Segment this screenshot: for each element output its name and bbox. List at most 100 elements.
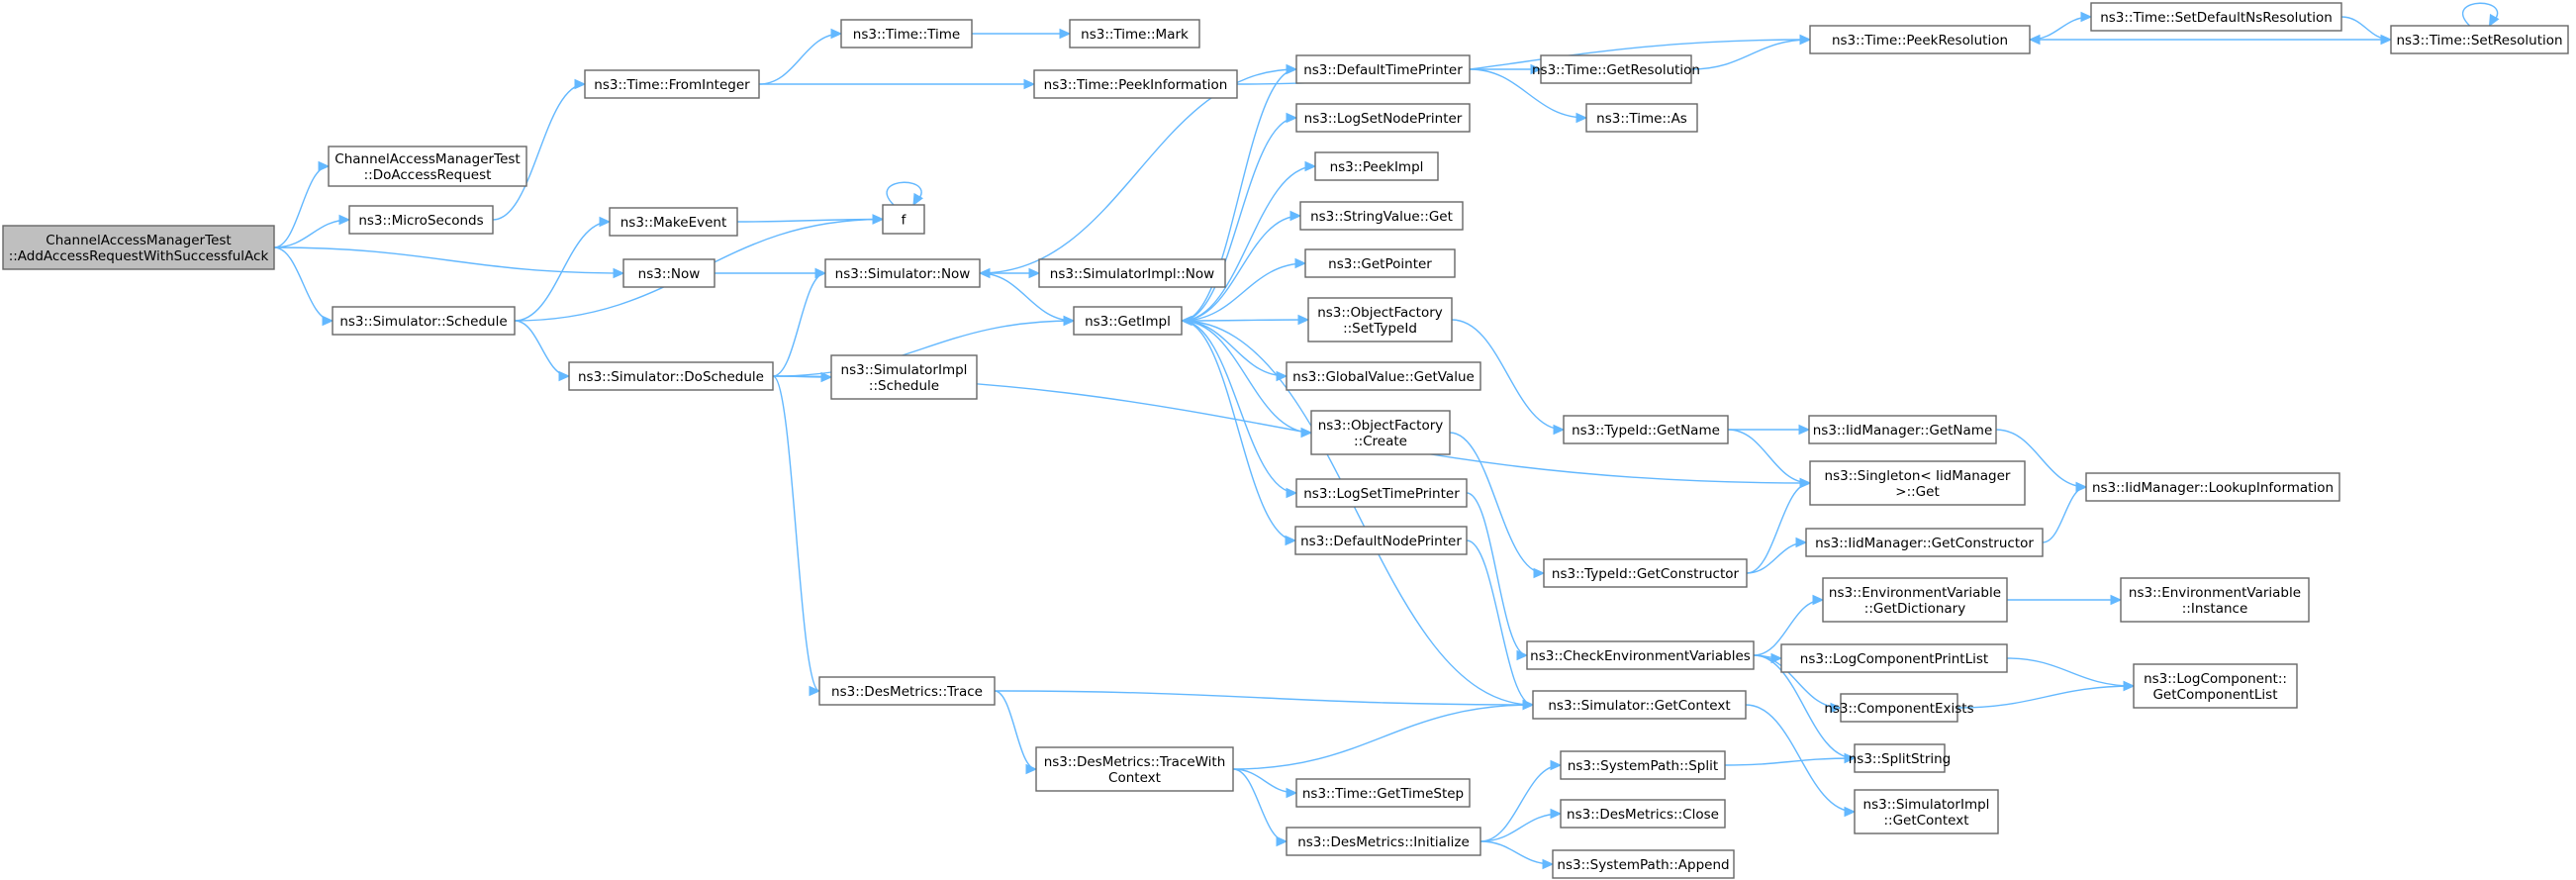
node-box bbox=[1294, 526, 1468, 555]
edge-line bbox=[1181, 320, 1312, 434]
edge-line bbox=[772, 272, 826, 377]
node-label: ns3::Simulator::Schedule bbox=[339, 314, 507, 330]
node-box bbox=[1286, 827, 1481, 856]
node-strget[interactable]: ns3::StringValue::Get bbox=[1299, 201, 1464, 231]
node-simimplnow[interactable]: ns3::SimulatorImpl::Now bbox=[1038, 258, 1226, 288]
edge-line bbox=[886, 181, 922, 206]
node-peekinfo[interactable]: ns3::Time::PeekInformation bbox=[1033, 69, 1238, 99]
node-now[interactable]: ns3::Now bbox=[622, 258, 716, 288]
node-logsnp[interactable]: ns3::LogSetNodePrinter bbox=[1295, 103, 1471, 133]
node-label: ns3::SplitString bbox=[1849, 751, 1952, 767]
node-sysappend[interactable]: ns3::SystemPath::Append bbox=[1552, 849, 1735, 879]
node-ofsettid[interactable]: ns3::ObjectFactory::SetTypeId bbox=[1307, 297, 1453, 342]
call-edge-deftp-to-getres bbox=[1470, 63, 1543, 75]
edge-line bbox=[979, 68, 1297, 274]
node-micro[interactable]: ns3::MicroSeconds bbox=[348, 205, 494, 235]
node-tidgetctor[interactable]: ns3::TypeId::GetConstructor bbox=[1543, 558, 1748, 588]
node-timeas[interactable]: ns3::Time::As bbox=[1585, 103, 1698, 133]
node-makeevent[interactable]: ns3::MakeEvent bbox=[609, 207, 738, 237]
node-box bbox=[1543, 558, 1748, 588]
node-box bbox=[1299, 201, 1464, 231]
node-peekimpl[interactable]: ns3::PeekImpl bbox=[1314, 151, 1439, 181]
node-iidgetname[interactable]: ns3::IidManager::GetName bbox=[1808, 415, 1997, 444]
node-tidgetname[interactable]: ns3::TypeId::GetName bbox=[1563, 415, 1729, 444]
edge-line bbox=[1466, 492, 1528, 656]
node-deftp[interactable]: ns3::DefaultTimePrinter bbox=[1295, 54, 1471, 84]
node-setres[interactable]: ns3::Time::SetResolution bbox=[2390, 25, 2569, 54]
node-gvget[interactable]: ns3::GlobalValue::GetValue bbox=[1286, 361, 1481, 391]
node-iidgetctor[interactable]: ns3::IidManager::GetConstructor bbox=[1805, 528, 2044, 557]
node-defnp[interactable]: ns3::DefaultNodePrinter bbox=[1294, 526, 1468, 555]
node-gettimestep[interactable]: ns3::Time::GetTimeStep bbox=[1295, 778, 1471, 808]
edge-arrowhead bbox=[574, 78, 587, 90]
edge-arrowhead bbox=[1575, 112, 1588, 124]
edge-arrowhead bbox=[338, 214, 351, 226]
call-edge-tidgetctor-to-iidgetctor bbox=[1746, 537, 1808, 574]
call-edge-micro-to-fromint bbox=[492, 78, 587, 221]
node-lookup[interactable]: ns3::IidManager::LookupInformation bbox=[2085, 472, 2340, 502]
call-edge-getimpl-to-strget bbox=[1181, 210, 1302, 322]
node-envinst[interactable]: ns3::EnvironmentVariable::Instance bbox=[2120, 577, 2310, 623]
node-getimpl[interactable]: ns3::GetImpl bbox=[1073, 306, 1183, 336]
node-peekres[interactable]: ns3::Time::PeekResolution bbox=[1809, 25, 2031, 54]
node-desmtrace[interactable]: ns3::DesMetrics::Trace bbox=[818, 676, 996, 706]
node-label: ns3::DesMetrics::Trace bbox=[831, 684, 983, 700]
node-getptr[interactable]: ns3::GetPointer bbox=[1304, 248, 1456, 278]
edge-arrowhead bbox=[322, 315, 334, 327]
edge-line bbox=[1466, 539, 1534, 706]
edge-line bbox=[1479, 764, 1562, 842]
node-label: ns3::IidManager::LookupInformation bbox=[2092, 480, 2334, 496]
node-singleton[interactable]: ns3::Singleton< IidManager>::Get bbox=[1809, 460, 2026, 506]
node-label: Context bbox=[1108, 770, 1161, 786]
node-logcpl[interactable]: ns3::LogComponentPrintList bbox=[1780, 643, 2008, 673]
node-box bbox=[328, 146, 527, 187]
node-logcgcl[interactable]: ns3::LogComponent::GetComponentList bbox=[2133, 663, 2298, 709]
node-simgetctx[interactable]: ns3::Simulator::GetContext bbox=[1532, 690, 1747, 720]
node-timetime[interactable]: ns3::Time::Time bbox=[840, 19, 973, 49]
call-edge-doschedule-to-desmtrace bbox=[772, 375, 821, 697]
call-edge-desmtrace-to-tracewithctx bbox=[994, 690, 1038, 775]
node-doschedule[interactable]: ns3::Simulator::DoSchedule bbox=[568, 361, 774, 391]
node-simnow[interactable]: ns3::Simulator::Now bbox=[824, 258, 981, 288]
call-edge-defnp-to-simgetctx bbox=[1466, 539, 1535, 711]
node-compexists[interactable]: ns3::ComponentExists bbox=[1824, 693, 1974, 723]
edge-line bbox=[1690, 39, 1811, 70]
node-schedule[interactable]: ns3::Simulator::Schedule bbox=[332, 306, 516, 336]
node-f[interactable]: f bbox=[882, 204, 925, 235]
call-edge-tidgetname-to-singleton bbox=[1727, 429, 1812, 489]
edge-line bbox=[772, 375, 820, 692]
node-label: f bbox=[902, 213, 907, 229]
edge-arrowhead bbox=[1522, 699, 1535, 711]
node-simimplgetctx[interactable]: ns3::SimulatorImpl::GetContext bbox=[1854, 789, 1999, 834]
edge-line bbox=[2042, 486, 2087, 543]
edge-arrowhead bbox=[1297, 314, 1310, 326]
edge-arrowhead bbox=[1530, 63, 1543, 75]
node-root[interactable]: ChannelAccessManagerTest::AddAccessReque… bbox=[2, 225, 275, 270]
node-envdict[interactable]: ns3::EnvironmentVariable::GetDictionary bbox=[1822, 577, 2008, 623]
node-desclose[interactable]: ns3::DesMetrics::Close bbox=[1560, 799, 1726, 829]
node-splitstring[interactable]: ns3::SplitString bbox=[1849, 743, 1952, 773]
node-setdefns[interactable]: ns3::Time::SetDefaultNsResolution bbox=[2090, 2, 2342, 32]
node-label: ::Schedule bbox=[869, 378, 939, 394]
node-simimplsched[interactable]: ns3::SimulatorImpl::Schedule bbox=[830, 354, 978, 400]
node-box bbox=[1808, 415, 1997, 444]
node-label: ns3::Simulator::GetContext bbox=[1548, 698, 1730, 714]
edge-line bbox=[1181, 262, 1306, 322]
edge-arrowhead bbox=[1550, 759, 1563, 771]
edge-arrowhead bbox=[2110, 594, 2123, 606]
node-fromint[interactable]: ns3::Time::FromInteger bbox=[584, 69, 760, 99]
node-logstp[interactable]: ns3::LogSetTimePrinter bbox=[1295, 478, 1468, 508]
node-doaccess[interactable]: ChannelAccessManagerTest::DoAccessReques… bbox=[328, 146, 527, 187]
node-mark[interactable]: ns3::Time::Mark bbox=[1069, 19, 1200, 49]
node-ofcreate[interactable]: ns3::ObjectFactory::Create bbox=[1310, 410, 1451, 455]
node-box bbox=[1854, 743, 1946, 773]
call-edge-root-to-doaccess bbox=[273, 160, 331, 248]
node-checkenv[interactable]: ns3::CheckEnvironmentVariables bbox=[1526, 640, 1755, 670]
edge-arrowhead bbox=[1180, 315, 1193, 327]
node-box bbox=[1526, 640, 1755, 670]
node-getres[interactable]: ns3::Time::GetResolution bbox=[1532, 54, 1700, 84]
edge-arrowhead bbox=[1844, 806, 1857, 818]
node-desinit[interactable]: ns3::DesMetrics::Initialize bbox=[1286, 827, 1481, 856]
node-syssplit[interactable]: ns3::SystemPath::Split bbox=[1560, 750, 1726, 780]
